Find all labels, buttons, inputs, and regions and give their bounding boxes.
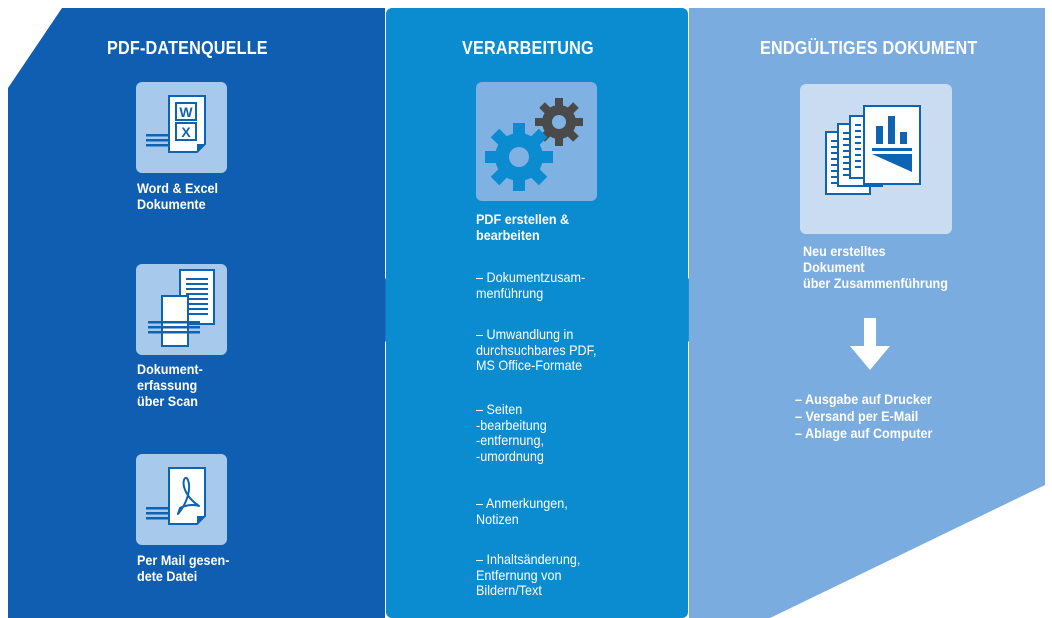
excel-badge: X — [181, 124, 191, 140]
scanned-document-icon — [136, 264, 227, 355]
source-item-label-word-excel: Word & Excel Dokumente — [137, 180, 218, 212]
processing-item-annotations: – Anmerkungen, Notizen — [476, 495, 568, 527]
processing-item-pages: – Seiten -bearbeitung -entfernung, -umor… — [476, 401, 547, 464]
output-item-printer: – Ausgabe auf Drucker — [795, 391, 932, 407]
processing-item-merge: – Dokumentzusam- menführung — [476, 269, 586, 301]
word-badge: W — [179, 104, 193, 120]
result-heading: Neu erstelltes Dokument über Zusammenfüh… — [803, 243, 948, 291]
processing-heading: PDF erstellen & bearbeiten — [476, 211, 570, 243]
pdf-file-icon — [136, 454, 227, 545]
document-stack-icon — [800, 84, 952, 234]
processing-item-content: – Inhaltsänderung, Entfernung von Bilder… — [476, 551, 581, 598]
processing-item-convert: – Umwandlung in durchsuchbares PDF, MS O… — [476, 326, 597, 373]
source-item-label-scan: Dokument- erfassung über Scan — [137, 361, 203, 409]
source-title: PDF-DATENQUELLE — [107, 38, 268, 58]
word-excel-document-icon: W X — [136, 82, 227, 173]
output-item-computer: – Ablage auf Computer — [795, 425, 933, 441]
arrow-down-icon — [850, 318, 890, 370]
processing-panel — [386, 8, 688, 618]
acrobat-logo — [177, 476, 200, 515]
source-item-label-mail: Per Mail gesen- dete Datei — [137, 552, 230, 584]
result-title: ENDGÜLTIGES DOKUMENT — [760, 38, 978, 58]
gears-icon — [476, 82, 597, 201]
result-panel — [689, 8, 1045, 618]
processing-title: VERARBEITUNG — [462, 38, 594, 58]
output-item-email: – Versand per E-Mail — [795, 408, 919, 424]
